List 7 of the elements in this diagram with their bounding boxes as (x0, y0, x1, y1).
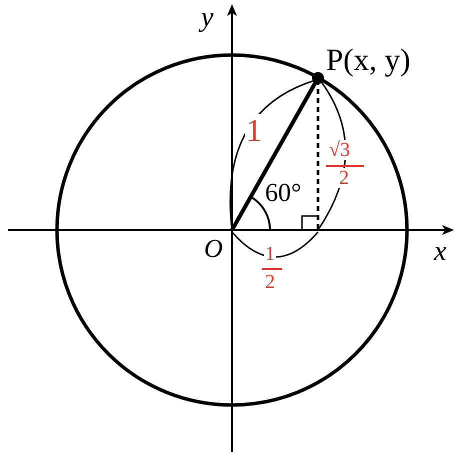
axis-label: y (200, 4, 214, 32)
axis-label: x (433, 238, 448, 266)
angle-label: 60° (264, 180, 302, 206)
fraction-denominator: 2 (338, 168, 350, 188)
fraction-numerator: √3 (328, 140, 351, 160)
point-label: P(x, y) (325, 44, 412, 75)
origin-label: O (203, 236, 224, 262)
